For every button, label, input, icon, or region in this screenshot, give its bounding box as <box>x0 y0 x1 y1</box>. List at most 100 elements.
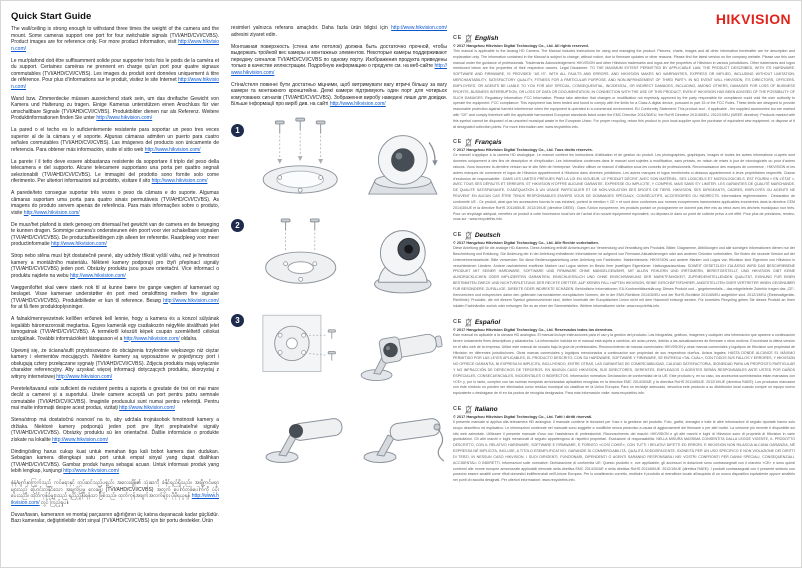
dome-camera-illustration <box>368 134 439 195</box>
step-number-badge: 1 <box>231 123 244 137</box>
notice-paragraph-es: La pared o el techo es lo suficientement… <box>11 127 219 153</box>
paragraph-text: La pared o el techo es lo suficientement… <box>11 127 219 153</box>
hikvision-link[interactable]: http://www.hikvision.com/ <box>11 77 219 90</box>
hikvision-link[interactable]: http://www.hikvision.com/ <box>123 335 180 342</box>
paragraph-suffix: adresini ziyaret edin. <box>231 31 277 38</box>
paragraph-text: Стіна/стеля повинні бути достатньо міцни… <box>231 81 447 108</box>
bullet-camera-illustration <box>360 333 443 381</box>
weee-bin-icon <box>464 34 472 43</box>
copyright-line: © 2017 Hangzhou Hikvision Digital Techno… <box>453 241 599 246</box>
paragraph-text: Upewnij się, że ściana/sufit przystosowa… <box>11 347 219 380</box>
notice-paragraph-hu: A falnak/mennyezetnek kellően erősnek ke… <box>11 316 219 342</box>
paragraph-text: Wand bzw. Zimmerdecke müssen ausreichend… <box>11 95 219 122</box>
paragraph-text: Stena/strop má dostatočnú nosnosť na to,… <box>11 417 219 443</box>
notice-paragraph-it: La parete / il tetto deve essere abbasta… <box>11 159 219 185</box>
paragraph-text: resimleri yalnızca referans amaçlıdır. D… <box>231 25 388 31</box>
paragraph-text: A parede/teto consegue suportar três vez… <box>11 190 219 216</box>
notice-paragraph-ru: Монтажная поверхность (стена или потолок… <box>231 44 447 77</box>
language-heading: Italiano <box>474 405 498 413</box>
paragraph-text: Duvar/tavan, kameranın ve montaj parçası… <box>11 511 219 525</box>
notice-paragraph-my: နံရံ/မျက်နှာကြက်သည် ကင်မရာနှင့် တပ်ဆင်သည… <box>11 480 219 506</box>
hikvision-link[interactable]: http://www.hikvision.com/ <box>151 178 208 184</box>
regulatory-text: Este manual es aplicable a la cámara HD … <box>453 333 795 396</box>
language-heading: Español <box>474 318 501 326</box>
notice-paragraph-cs: Strop nebo stěna musí být dostatečně pev… <box>11 253 219 279</box>
bullet-camera-assembled-illustration <box>265 417 445 463</box>
hikvision-link[interactable]: http://www.hikvision.com/ <box>391 25 447 31</box>
paragraph-suffix: for at få flere produktoplysninger. <box>11 304 84 310</box>
paragraph-text: A falnak/mennyezetnek kellően erősnek ke… <box>11 316 219 342</box>
hikvision-link[interactable]: http://www.hikvision.com/ <box>11 493 219 506</box>
notice-paragraph-ro: Peretele/tavanul este suficient de rezis… <box>11 386 219 412</box>
hikvision-link[interactable]: http://www.hikvision.com/ <box>51 241 107 247</box>
hikvision-link[interactable]: http://www.hikvision.com/ <box>56 373 113 380</box>
regulatory-section-spanish: CE Español © 2017 Hangzhou Hikvision Dig… <box>453 317 795 397</box>
step-number-badge: 3 <box>231 313 244 327</box>
language-heading: English <box>474 34 499 42</box>
left-text-column: Quick Start Guide The wall/ceiling is st… <box>11 11 219 561</box>
hikvision-link[interactable]: http://www.hikvision.com/ <box>329 101 386 107</box>
paragraph-text: Peretele/tavanul este suficient de rezis… <box>11 385 219 412</box>
paragraph-text: Væggen/loftet skal være stærk nok til at… <box>11 284 219 304</box>
hikvision-link[interactable]: http://www.hikvision.com/ <box>11 39 219 52</box>
page-title: Quick Start Guide <box>11 11 92 22</box>
notice-paragraph-tr-continued: resimleri yalnızca referans amaçlıdır. D… <box>231 25 447 38</box>
hikvision-link[interactable]: http://www.hikvision.com/ <box>63 468 120 474</box>
notice-paragraph-sk: Stena/strop má dostatočnú nosnosť na to,… <box>11 417 219 443</box>
hikvision-link[interactable]: http://www.hikvision.com/ <box>119 405 175 411</box>
wall-mount-plate-illustration <box>262 314 336 372</box>
notice-paragraph-uk: Стіна/стеля повинні бути достатньо міцни… <box>231 82 447 108</box>
notice-paragraph-en: The wall/ceiling is strong enough to wit… <box>11 26 219 52</box>
ce-mark-icon: CE <box>453 232 462 239</box>
paragraph-suffix: တွင် ကြည့်ရှုပါ။ <box>39 499 69 506</box>
weee-bin-icon <box>464 318 472 327</box>
hikvision-link[interactable]: http://www.hikvision.com/ <box>23 209 80 216</box>
hikvision-link[interactable]: http://www.hikvision.com/ <box>52 436 108 443</box>
hikvision-link[interactable]: http://www.hikvision.com/ <box>163 297 219 304</box>
hikvision-link[interactable]: http://www.hikvision.com/ <box>69 272 126 279</box>
regulatory-text: This manual is applicable to the Analog … <box>453 49 795 129</box>
paragraph-text: Strop nebo stěna musí být dostatečně pev… <box>11 253 219 279</box>
regulatory-text: Diese Anleitung gilt für die analoge HD-… <box>453 246 795 309</box>
language-heading: Français <box>474 138 502 146</box>
regulatory-section-italian: CE Italiano © 2017 Hangzhou Hikvision Di… <box>453 404 795 484</box>
regulatory-text: Il presente manuale si applica alla tele… <box>453 420 795 483</box>
notice-paragraph-nl: De muur/het plafond is sterk genoeg om d… <box>11 222 219 248</box>
regulatory-column: CE English © 2017 Hangzhou Hikvision Dig… <box>453 33 795 563</box>
paragraph-text: နံရံ/မျက်နှာကြက်သည် ကင်မရာနှင့် တပ်ဆင်သည… <box>11 480 219 499</box>
hikvision-link[interactable]: http://www.hikvision.com/ <box>144 146 201 153</box>
copyright-line: © 2017 Hangzhou Hikvision Digital Techno… <box>453 415 593 419</box>
step-number-badge: 2 <box>231 218 244 232</box>
ceiling-mount-base-illustration <box>262 117 338 194</box>
weee-bin-icon <box>464 139 472 148</box>
regulatory-section-german: CE Deutsch © 2017 Hangzhou Hikvision Dig… <box>453 230 795 310</box>
paragraph-text: Dinding/siling harus cukup kuat untuk me… <box>11 448 219 475</box>
hikvision-logo-text: HIKVISION <box>715 11 791 27</box>
copyright-line: © 2017 Hangzhou Hikvision Digital Techno… <box>453 148 593 153</box>
middle-column: resimleri yalnızca referans amaçlıdır. D… <box>231 11 447 561</box>
turret-mount-plate-illustration <box>265 217 337 284</box>
installation-step-dome: 1 <box>231 116 447 202</box>
notice-paragraph-id: Dinding/siling harus cukup kuat untuk me… <box>11 449 219 475</box>
copyright-line: © 2017 Hangzhou Hikvision Digital Techno… <box>453 44 589 48</box>
hikvision-link[interactable]: http://www.hikvision.com/ <box>96 115 153 121</box>
regulatory-text: Ce manuel s’applique à la caméra HD anal… <box>453 153 795 222</box>
paragraph-text: Le mur/plafond doit être suffisamment so… <box>11 57 219 84</box>
regulatory-section-english: CE English © 2017 Hangzhou Hikvision Dig… <box>453 33 795 130</box>
ce-mark-icon: CE <box>453 406 462 412</box>
paragraph-text: Монтажная поверхность (стена или потолок… <box>231 43 447 70</box>
notice-paragraph-fr: Le mur/plafond doit être suffisamment so… <box>11 58 219 91</box>
paragraph-text: The wall/ceiling is strong enough to wit… <box>11 26 219 45</box>
hikvision-link[interactable]: http://www.hikvision.com/ <box>231 63 447 76</box>
weee-bin-icon <box>464 231 472 240</box>
installation-step-turret: 2 <box>231 211 447 297</box>
installation-steps: 1 <box>231 116 447 474</box>
hikvision-logo: HIKVISION <box>716 11 791 27</box>
notice-paragraph-pt: A parede/teto consegue suportar três vez… <box>11 190 219 216</box>
paragraph-suffix: oldalra. <box>179 335 198 342</box>
notice-paragraph-tr: Duvar/tavan, kameranın ve montaj parçası… <box>11 512 219 525</box>
middle-text-block: resimleri yalnızca referans amaçlıdır. D… <box>231 25 447 108</box>
turret-camera-illustration <box>374 229 432 293</box>
copyright-line: © 2017 Hangzhou Hikvision Digital Techno… <box>453 328 614 333</box>
